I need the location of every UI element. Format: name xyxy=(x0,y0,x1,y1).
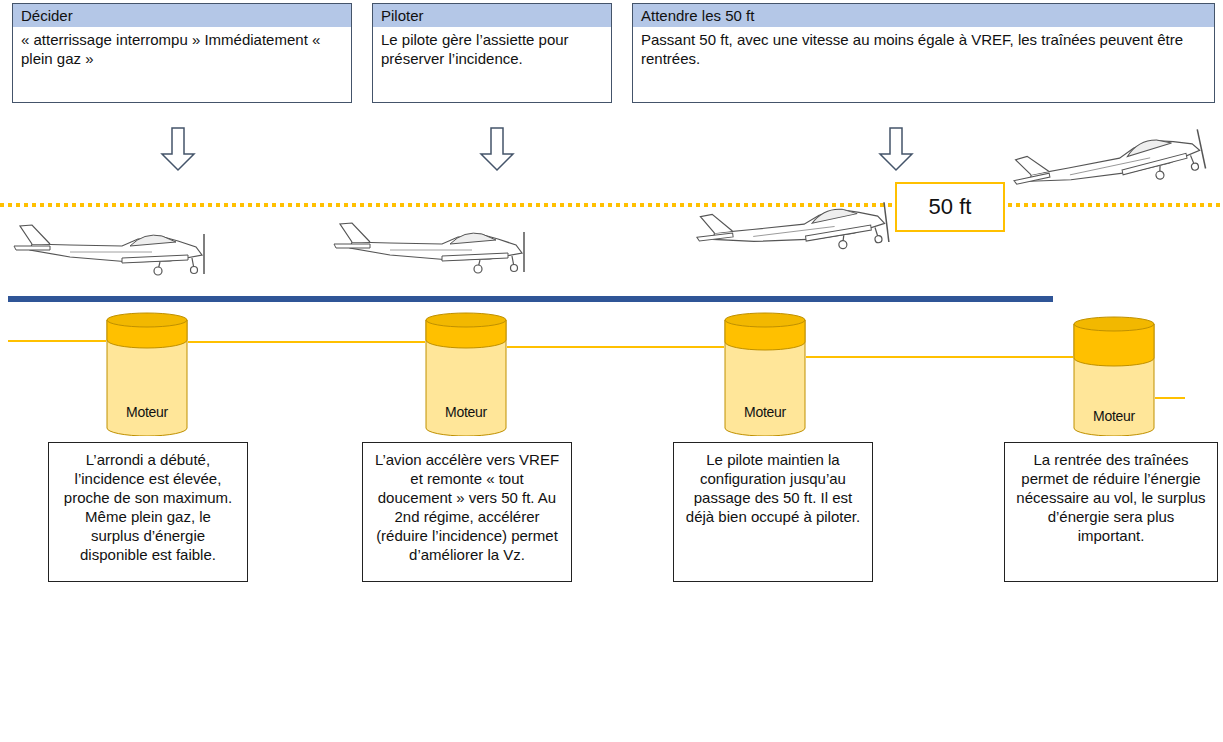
height-line xyxy=(0,203,1223,207)
engine-cylinder: Moteur xyxy=(425,312,507,436)
engine-cylinder: Moteur xyxy=(724,312,806,436)
explanation-box: La rentrée des traînées permet de réduir… xyxy=(1004,442,1218,582)
engine-label: Moteur xyxy=(126,404,168,436)
airplane xyxy=(14,225,204,275)
explanation-box: L’avion accélère vers VREF et remonte « … xyxy=(362,442,572,582)
airplane xyxy=(1010,121,1206,209)
engine-label: Moteur xyxy=(1093,408,1135,436)
step-callout: PiloterLe pilote gère l’assiette pour pr… xyxy=(372,3,612,103)
step-text: « atterrissage interrompu » Immédiatemen… xyxy=(13,27,351,74)
height-label: 50 ft xyxy=(929,194,972,220)
runway xyxy=(8,296,1053,302)
airplane xyxy=(694,193,889,266)
step-callout: Attendre les 50 ftPassant 50 ft, avec un… xyxy=(632,3,1215,103)
engine-cylinder: Moteur xyxy=(106,312,188,436)
step-heading: Décider xyxy=(13,4,351,27)
engine-cylinder: Moteur xyxy=(1073,316,1155,436)
step-text: Passant 50 ft, avec une vitesse au moins… xyxy=(633,27,1214,74)
explanation-box: Le pilote maintien la configuration jusq… xyxy=(673,442,873,582)
explanation-text: La rentrée des traînées permet de réduir… xyxy=(1015,450,1207,545)
down-arrow xyxy=(162,128,912,170)
step-callout: Décider« atterrissage interrompu » Imméd… xyxy=(12,3,352,103)
engine-label: Moteur xyxy=(445,404,487,436)
engine-label: Moteur xyxy=(744,404,786,436)
step-heading: Attendre les 50 ft xyxy=(633,4,1214,27)
step-heading: Piloter xyxy=(373,4,611,27)
airplane xyxy=(334,223,524,273)
height-tag: 50 ft xyxy=(895,182,1005,232)
explanation-text: Le pilote maintien la configuration jusq… xyxy=(684,450,862,526)
explanation-box: L’arrondi a débuté, l’incidence est élev… xyxy=(48,442,248,582)
explanation-text: L’avion accélère vers VREF et remonte « … xyxy=(373,450,561,564)
step-text: Le pilote gère l’assiette pour préserver… xyxy=(373,27,611,74)
explanation-text: L’arrondi a débuté, l’incidence est élev… xyxy=(59,450,237,564)
